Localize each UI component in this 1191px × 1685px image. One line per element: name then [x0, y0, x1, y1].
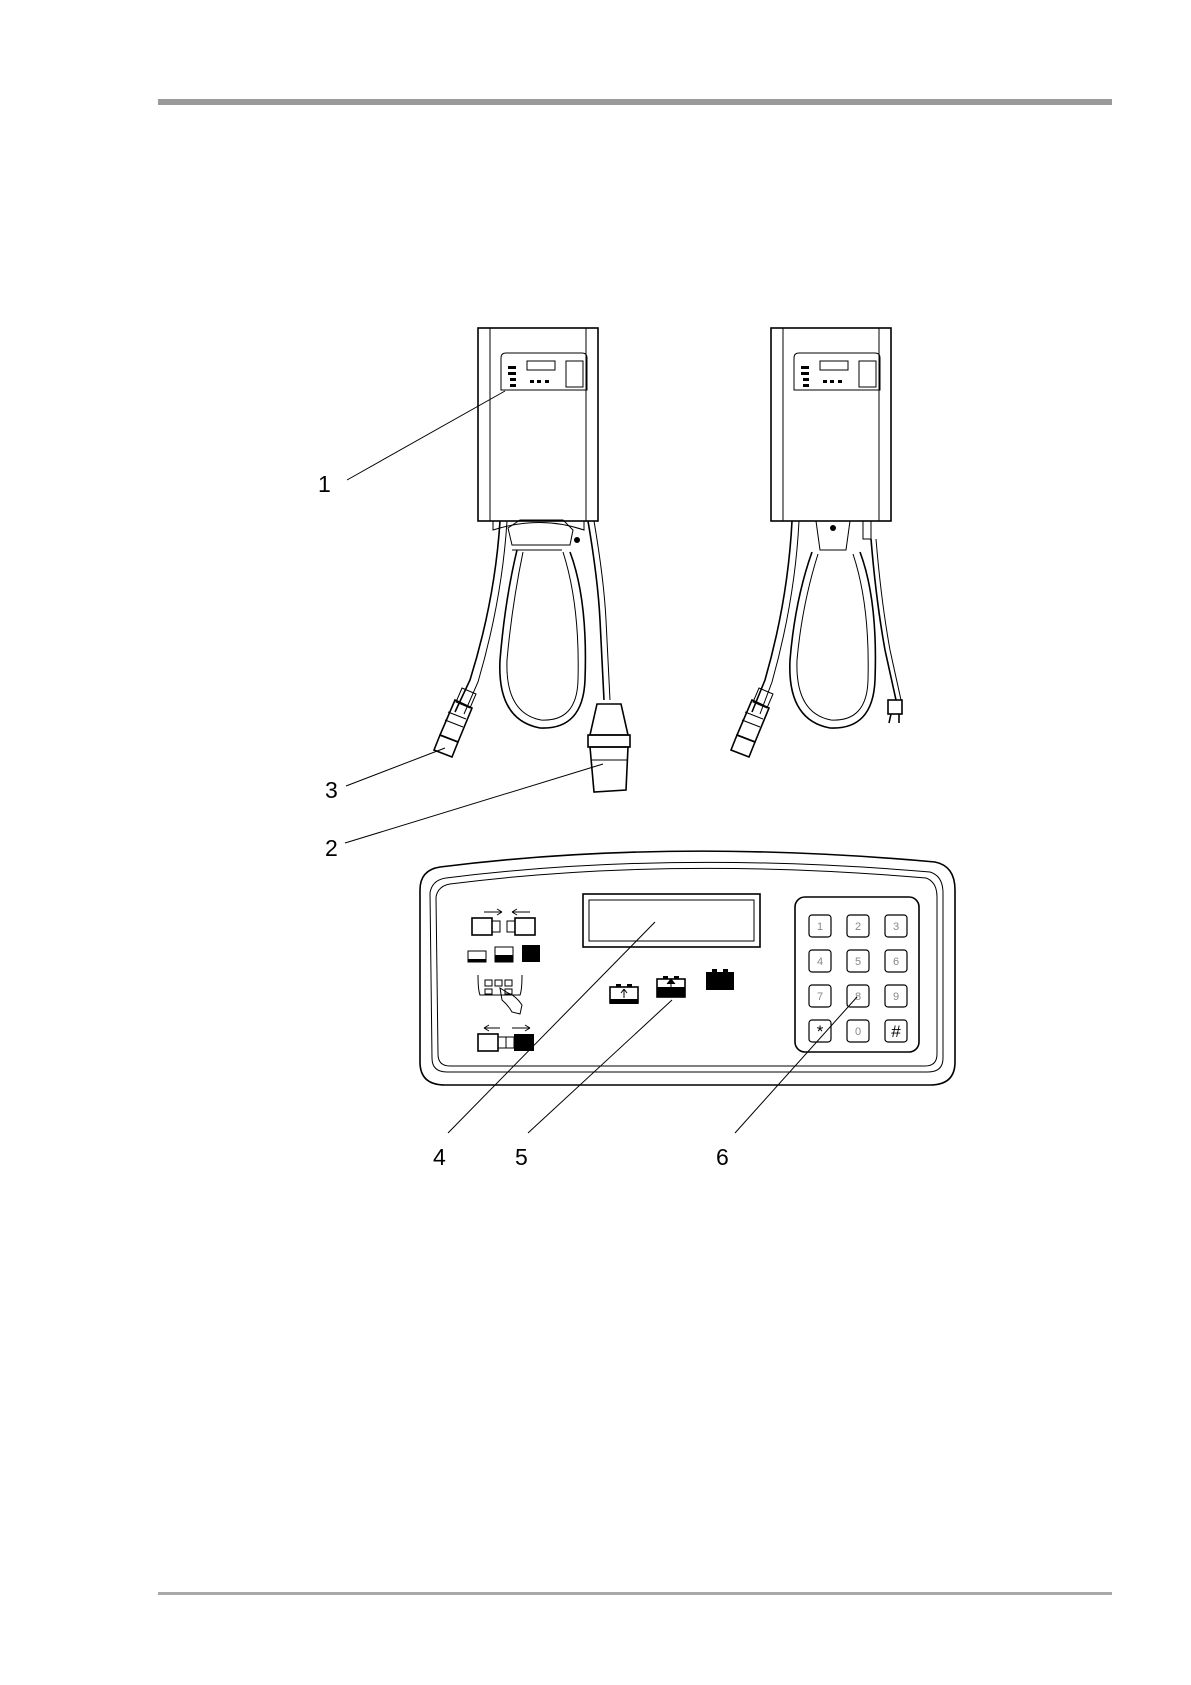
keypad-key-label: 4 — [817, 956, 823, 968]
battery-connector-right — [731, 688, 773, 757]
callout-5: 5 — [515, 1144, 528, 1170]
leader-lines — [345, 391, 857, 1133]
keypad-key-9[interactable]: 9 — [885, 985, 907, 1007]
keypad-key-6[interactable]: 6 — [885, 950, 907, 972]
keypad-key-8[interactable]: 8 — [847, 985, 869, 1007]
keypad-key-label: 5 — [855, 956, 861, 968]
battery-icons-small — [468, 945, 540, 962]
mains-plug-small — [888, 700, 902, 723]
callout-1: 1 — [318, 471, 331, 497]
control-panel-mini-right — [794, 353, 880, 390]
keypad-key-label: 6 — [893, 956, 899, 968]
keypad-press-icon — [478, 975, 522, 1014]
keypad-key-4[interactable]: 4 — [809, 950, 831, 972]
connector-connect-icon — [472, 909, 535, 935]
led-battery-full-icon — [706, 969, 734, 990]
callout-6: 6 — [716, 1144, 729, 1170]
mains-plug-cee — [588, 704, 630, 792]
callout-2: 2 — [325, 835, 338, 861]
keypad-key-label: 0 — [855, 1026, 861, 1038]
battery-connector-left — [434, 688, 476, 757]
charger-right — [731, 328, 902, 757]
keypad-key-label: 3 — [893, 921, 899, 933]
footer-rule — [158, 1592, 1112, 1595]
led-battery-charging-icon — [657, 976, 685, 997]
keypad-key-0[interactable]: 0 — [847, 1020, 869, 1042]
charger-left — [434, 328, 630, 792]
keypad-key-2[interactable]: 2 — [847, 915, 869, 937]
keypad-key-hash[interactable]: # — [885, 1020, 907, 1042]
keypad-key-label: 7 — [817, 991, 823, 1003]
keypad-key-label: 2 — [855, 921, 861, 933]
connector-disconnect-icon — [478, 1025, 534, 1051]
keypad-key-label: 1 — [817, 921, 823, 933]
keypad-key-5[interactable]: 5 — [847, 950, 869, 972]
control-panel-mini-left — [501, 353, 587, 390]
led-battery-low-icon — [610, 984, 638, 1004]
keypad-key-label: # — [891, 1022, 901, 1041]
keypad-key-label: 9 — [893, 991, 899, 1003]
keypad-key-1[interactable]: 1 — [809, 915, 831, 937]
keypad-key-3[interactable]: 3 — [885, 915, 907, 937]
keypad-key-7[interactable]: 7 — [809, 985, 831, 1007]
callout-3: 3 — [325, 777, 338, 803]
keypad-key-label: 8 — [855, 991, 861, 1003]
callout-4: 4 — [433, 1144, 446, 1170]
lcd-display — [583, 894, 760, 947]
